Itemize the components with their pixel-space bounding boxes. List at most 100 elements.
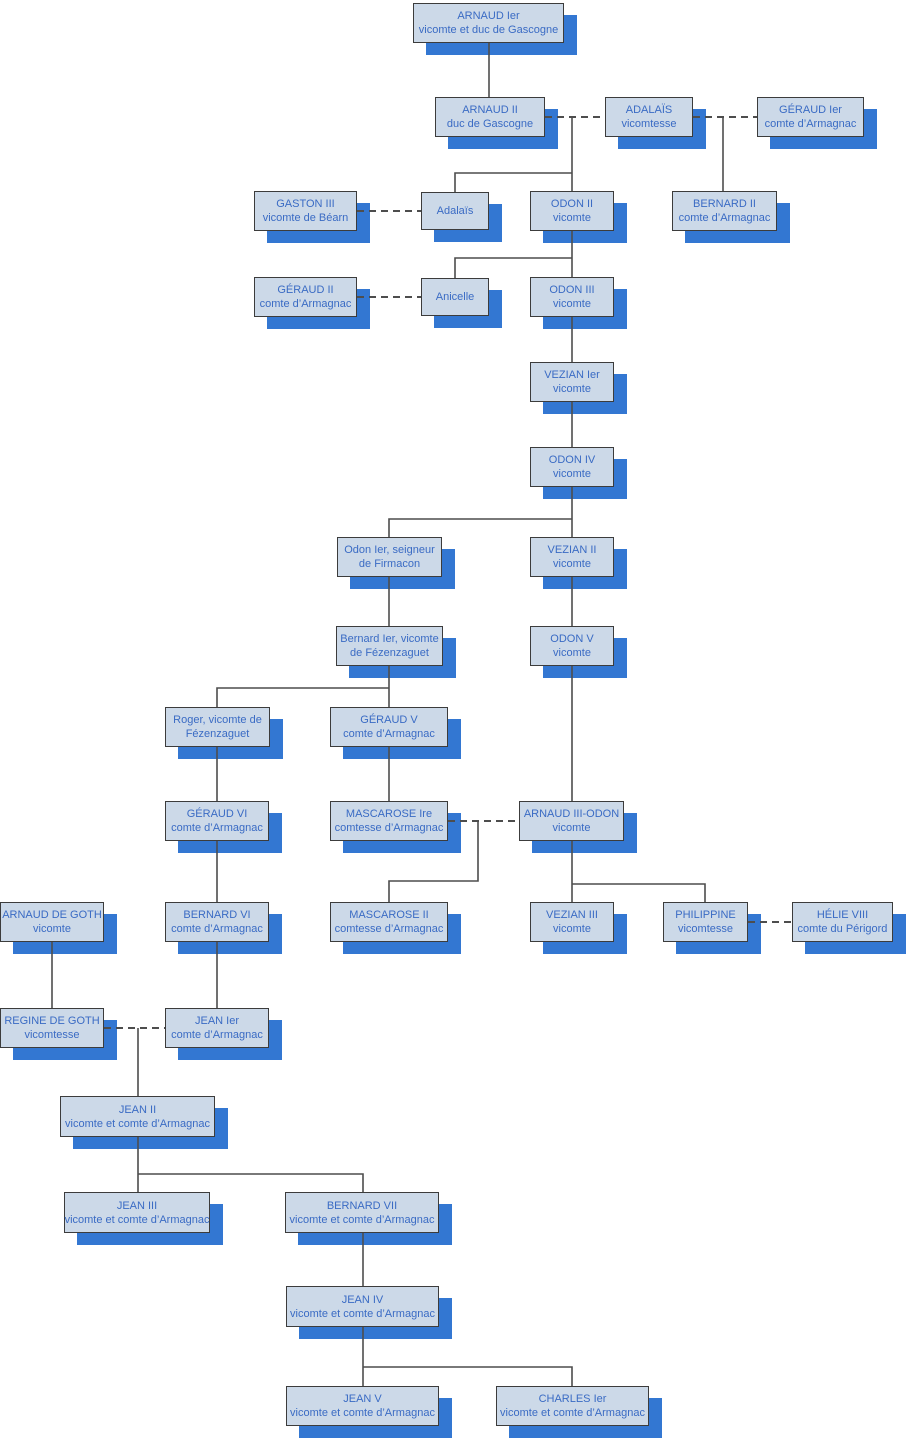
- line-to-roger: [216, 687, 389, 707]
- node-bernard-ier-fezenzaguet: Bernard Ier, vicomte de Fézenzaguet: [336, 626, 443, 666]
- node-person-title: de Fézenzaguet: [350, 647, 429, 659]
- node-person-name: Bernard Ier, vicomte: [340, 633, 439, 645]
- node-person-name: BERNARD VII: [326, 1199, 398, 1212]
- node-person-name: ARNAUD III-ODON: [523, 808, 620, 820]
- line-to-adalais-fille: [454, 172, 572, 192]
- node-person-name: Anicelle: [435, 291, 475, 303]
- node-person-title: comtesse d’Armagnac: [334, 923, 444, 935]
- node-vezian-ier: VEZIAN Ier vicomte: [530, 362, 614, 402]
- node-person-name: ODON V: [550, 633, 594, 645]
- node-person-title: vicomte et comte d’Armagnac: [289, 1213, 435, 1226]
- node-person-title: comte d’Armagnac: [259, 298, 352, 310]
- node-person-title: vicomte et comte d’Armagnac: [65, 1117, 210, 1130]
- node-person-title: vicomte: [33, 923, 71, 935]
- node-person-title: vicomte et comte d’Armagnac: [64, 1213, 210, 1226]
- node-person-title: vicomte et comte d’Armagnac: [500, 1407, 645, 1419]
- node-person-title: vicomte: [553, 212, 591, 224]
- node-person-name: ODON II: [550, 198, 594, 210]
- node-person-title: Fézenzaguet: [185, 728, 250, 740]
- node-helie-viii: HÉLIE VIII comte du Périgord: [792, 902, 893, 942]
- node-person-name: ODON III: [549, 284, 595, 296]
- node-anicelle: Anicelle: [421, 278, 489, 316]
- node-person-name: JEAN Ier: [194, 1015, 239, 1027]
- node-person-title: vicomte et duc de Gascogne: [418, 24, 559, 36]
- node-person-title: duc de Gascogne: [446, 118, 534, 130]
- node-vezian-iii: VEZIAN III vicomte: [530, 902, 614, 942]
- line-to-philippine: [572, 883, 706, 902]
- node-person-name: PHILIPPINE: [675, 909, 736, 921]
- node-jean-v: JEAN V vicomte et comte d’Armagnac: [286, 1386, 439, 1426]
- line-to-bernard-vii: [138, 1173, 364, 1192]
- node-person-title: vicomte: [553, 558, 591, 570]
- node-person-name: JEAN IV: [341, 1293, 384, 1306]
- node-person-title: de Firmacon: [358, 558, 421, 570]
- node-person-title: vicomte: [553, 468, 591, 480]
- node-person-title: comte d’Armagnac: [343, 728, 435, 740]
- node-person-title: comtesse d’Armagnac: [334, 822, 444, 834]
- node-person-name: ARNAUD II: [462, 104, 518, 116]
- node-person-name: VEZIAN III: [546, 909, 598, 921]
- node-person-name: HÉLIE VIII: [816, 909, 869, 921]
- node-person-name: ARNAUD DE GOTH: [2, 909, 102, 921]
- node-philippine: PHILIPPINE vicomtesse: [663, 902, 748, 942]
- node-person-title: vicomtesse: [621, 118, 677, 130]
- node-charles-ier: CHARLES Ier vicomte et comte d’Armagnac: [496, 1386, 649, 1426]
- node-person-title: comte d’Armagnac: [171, 923, 263, 935]
- node-person-name: GASTON III: [276, 198, 335, 210]
- node-person-title: comte du Périgord: [797, 923, 888, 935]
- node-mascarose-ire: MASCAROSE Ire comtesse d’Armagnac: [330, 801, 448, 841]
- line-to-anicelle: [454, 257, 572, 278]
- node-person-name: ARNAUD Ier: [457, 10, 520, 22]
- node-person-title: vicomte: [553, 383, 591, 395]
- node-person-title: comte d’Armagnac: [678, 212, 771, 224]
- node-person-name: MASCAROSE Ire: [345, 808, 433, 820]
- node-person-name: CHARLES Ier: [538, 1393, 607, 1405]
- node-regine-de-goth: REGINE DE GOTH vicomtesse: [0, 1008, 104, 1048]
- node-adalais: Adalaïs: [421, 192, 489, 230]
- node-person-name: JEAN V: [343, 1393, 382, 1405]
- node-person-name: ODON IV: [548, 454, 596, 466]
- node-bernard-ii: BERNARD II comte d’Armagnac: [672, 191, 777, 231]
- node-person-name: Odon Ier, seigneur: [344, 544, 435, 556]
- node-person-title: vicomte: [552, 822, 591, 834]
- node-arnaud-ier: ARNAUD Ier vicomte et duc de Gascogne: [413, 3, 564, 43]
- node-odon-ii: ODON II vicomte: [530, 191, 614, 231]
- node-person-name: ADALAÏS: [625, 104, 673, 116]
- node-person-name: JEAN II: [118, 1103, 157, 1116]
- node-person-title: vicomte: [553, 923, 591, 935]
- node-person-name: VEZIAN Ier: [544, 369, 600, 381]
- node-vezian-ii: VEZIAN II vicomte: [530, 537, 614, 577]
- node-adalais-vicomtesse: ADALAÏS vicomtesse: [605, 97, 693, 137]
- node-person-name: BERNARD II: [693, 198, 756, 210]
- node-person-name: REGINE DE GOTH: [4, 1015, 100, 1027]
- line-to-odon-ier-firmacon: [388, 518, 572, 537]
- node-person-title: vicomte et comte d’Armagnac: [290, 1407, 435, 1419]
- node-person-title: vicomte: [553, 647, 591, 659]
- line-to-mascarose-ii: [388, 821, 479, 902]
- node-arnaud-iii-odon: ARNAUD III-ODON vicomte: [519, 801, 624, 841]
- node-person-title: vicomte: [553, 298, 591, 310]
- node-odon-v: ODON V vicomte: [530, 626, 614, 666]
- node-person-name: JEAN III: [116, 1199, 158, 1212]
- node-person-title: vicomtesse: [24, 1029, 80, 1041]
- node-person-title: comte d’Armagnac: [171, 822, 263, 834]
- line-to-charles-ier: [363, 1366, 573, 1386]
- node-person-name: VEZIAN II: [547, 544, 597, 556]
- node-person-title: vicomtesse: [677, 923, 734, 935]
- node-person-name: Adalaïs: [436, 205, 474, 217]
- node-person-title: comte d’Armagnac: [764, 118, 857, 130]
- node-person-name: BERNARD VI: [183, 909, 251, 921]
